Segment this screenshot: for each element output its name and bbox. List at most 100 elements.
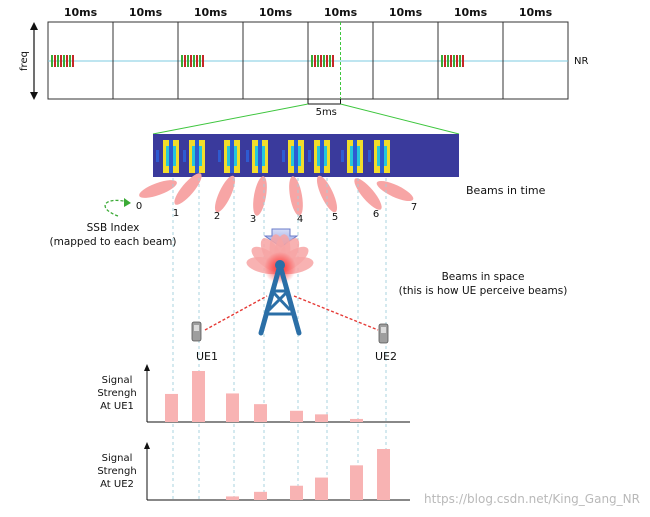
frame-duration-label: 10ms <box>519 6 553 19</box>
time-beam-lobe <box>376 180 414 202</box>
frame-duration-label: 10ms <box>389 6 423 19</box>
ssb-block-core <box>195 140 199 173</box>
time-beam-lobe <box>139 180 177 198</box>
freq-axis-arrow-up <box>30 22 38 30</box>
ue1-link <box>204 295 268 331</box>
ssb-block <box>314 140 330 173</box>
ssb-block-mark <box>320 55 322 67</box>
zoom-to-burst: 5ms <box>152 99 460 177</box>
ue2-phone-icon <box>378 323 389 344</box>
ssb-block-mark <box>196 55 198 67</box>
ssb-block <box>163 140 179 173</box>
ssb-index-number: 2 <box>214 211 220 222</box>
ssb-block-mark <box>181 55 183 67</box>
ssb-block-mark <box>72 55 74 67</box>
chart-label: Signal <box>102 375 133 386</box>
frame-duration-label: 10ms <box>129 6 163 19</box>
frame-duration-label: 10ms <box>194 6 228 19</box>
ssb-block <box>189 140 205 173</box>
ssb-index-number: 0 <box>136 201 142 212</box>
ssb-block-core <box>353 140 357 173</box>
signal-bar <box>350 418 363 422</box>
zoom-line-left <box>152 103 309 135</box>
ssb-block-mark <box>441 55 443 67</box>
ssb-index-sublabel: (mapped to each beam) <box>50 236 177 248</box>
ssb-block-core <box>320 140 324 173</box>
signal-bar <box>226 496 239 500</box>
freq-axis: freq <box>19 22 38 100</box>
frame-duration-label: 10ms <box>454 6 488 19</box>
ssb-block-mark <box>51 55 53 67</box>
ssb-burst-mark <box>51 55 74 67</box>
chart-label: Strengh <box>97 388 136 399</box>
ssb-index-pointer-arrowhead <box>124 198 131 207</box>
ssb-block-core <box>294 140 298 173</box>
ssb-block-mark <box>462 55 464 67</box>
ssb-block-mark <box>60 55 62 67</box>
watermark: https://blog.csdn.net/King_Gang_NR <box>424 492 640 506</box>
ssb-block-mark <box>202 55 204 67</box>
ssb-block-mark <box>332 55 334 67</box>
signal-bar <box>315 414 328 422</box>
ssb-block-mark <box>444 55 446 67</box>
ssb-block-mark <box>63 55 65 67</box>
ssb-block-mark <box>329 55 331 67</box>
base-station-tower-icon <box>258 252 302 336</box>
time-beam-lobe <box>316 175 338 213</box>
chart-label: Signal <box>102 453 133 464</box>
ssb-index-number: 6 <box>373 209 379 220</box>
ssb-side-bit <box>308 150 311 162</box>
ssb-block-mark <box>326 55 328 67</box>
freq-axis-arrow-down <box>30 92 38 100</box>
signal-bar <box>165 393 178 422</box>
signal-bar <box>377 449 390 500</box>
frame-duration-label: 10ms <box>324 6 358 19</box>
ssb-side-bit <box>368 150 371 162</box>
signal-bar <box>290 485 303 500</box>
ssb-block-mark <box>199 55 201 67</box>
ssb-burst-mark <box>181 55 204 67</box>
signal-bar <box>315 477 328 500</box>
time-beam-lobe <box>289 176 303 216</box>
ssb-block-mark <box>459 55 461 67</box>
ssb-block-mark <box>314 55 316 67</box>
ssb-side-bit <box>282 150 285 162</box>
ssb-index-number: 7 <box>411 202 417 213</box>
ssb-block-core <box>258 140 262 173</box>
ssb-block-mark <box>190 55 192 67</box>
ssb-block-mark <box>456 55 458 67</box>
ssb-block-mark <box>54 55 56 67</box>
ssb-index-pointer-arrow <box>104 199 129 217</box>
signal-bar <box>226 393 239 422</box>
ssb-burst-mark <box>311 55 334 67</box>
ssb-block-core <box>169 140 173 173</box>
signal-bar <box>350 465 363 500</box>
time-beam-lobe <box>354 178 382 210</box>
frame-duration-label: 10ms <box>64 6 98 19</box>
signal-bar <box>254 404 267 422</box>
ssb-block-mark <box>57 55 59 67</box>
ue2-link <box>293 295 379 331</box>
ssb-block <box>252 140 268 173</box>
ue1-phone-icon <box>191 321 202 342</box>
ssb-index-number: 1 <box>173 208 179 219</box>
ssb-index-number: 3 <box>250 214 256 225</box>
ssb-side-bit <box>246 150 249 162</box>
beams-in-space-sublabel: (this is how UE perceive beams) <box>399 285 568 297</box>
ssb-block-mark <box>69 55 71 67</box>
ssb-index-label: SSB Index <box>87 222 140 234</box>
ssb-block-mark <box>447 55 449 67</box>
chart-y-axis-arrow <box>144 442 150 449</box>
chart-label: At UE2 <box>100 479 134 490</box>
ssb-block-mark <box>193 55 195 67</box>
signal-bar <box>290 410 303 422</box>
ssb-block <box>288 140 304 173</box>
ssb-block-mark <box>317 55 319 67</box>
time-beam-lobe <box>174 173 202 205</box>
ssb-block-core <box>380 140 384 173</box>
